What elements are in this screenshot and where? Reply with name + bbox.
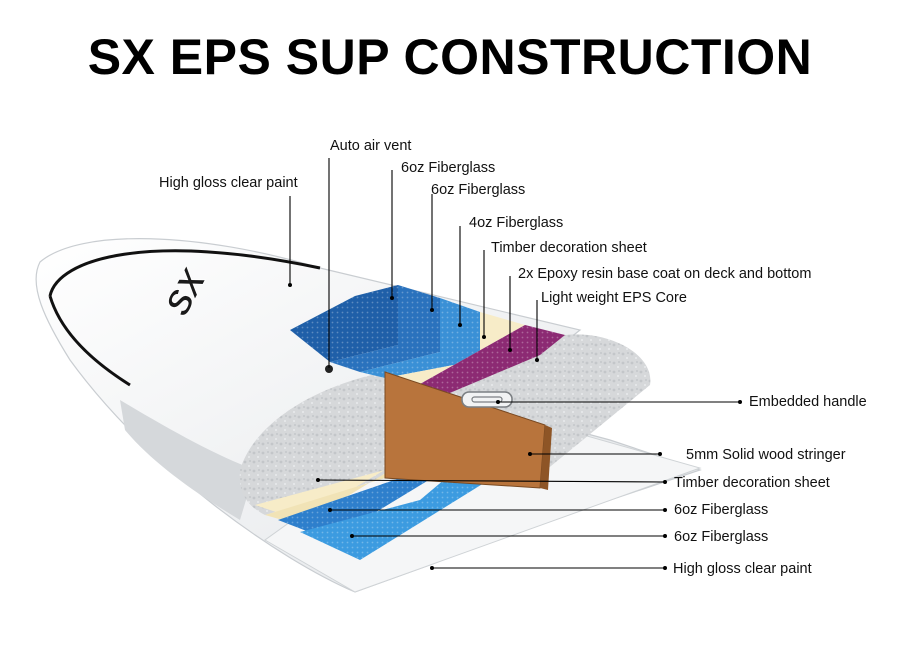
- rail-shade: [120, 400, 255, 520]
- top-fiberglass-4oz-dots: [360, 298, 480, 378]
- leader-lines: [288, 158, 742, 570]
- label-auto-air-vent: Auto air vent: [330, 138, 411, 154]
- label-top-fiberglass-1: 6oz Fiberglass: [401, 160, 495, 176]
- top-epoxy-dots: [420, 325, 565, 395]
- label-top-gloss: High gloss clear paint: [159, 175, 298, 191]
- air-vent: [325, 365, 333, 373]
- top-fiberglass-6oz-2-dots: [330, 285, 440, 372]
- label-epoxy-base: 2x Epoxy resin base coat on deck and bot…: [518, 266, 811, 282]
- eps-core-cutaway: [239, 372, 385, 515]
- embedded-handle-grip: [471, 396, 503, 403]
- label-bottom-fiberglass-1: 6oz Fiberglass: [674, 502, 768, 518]
- top-fiberglass-6oz-1-dots: [290, 285, 398, 362]
- label-top-timber: Timber decoration sheet: [491, 240, 647, 256]
- label-bottom-gloss: High gloss clear paint: [673, 561, 812, 577]
- embedded-handle: [461, 391, 513, 408]
- label-stringer: 5mm Solid wood stringer: [686, 447, 846, 463]
- label-eps-core: Light weight EPS Core: [541, 290, 687, 306]
- label-handle: Embedded handle: [749, 394, 867, 410]
- bottom-timber-sheet: [255, 455, 410, 520]
- label-top-fiberglass-4oz: 4oz Fiberglass: [469, 215, 563, 231]
- page-title: SX EPS SUP CONSTRUCTION: [87, 29, 813, 85]
- label-bottom-timber: Timber decoration sheet: [674, 475, 830, 491]
- wood-stringer-edge: [540, 425, 552, 490]
- label-bottom-fiberglass-2: 6oz Fiberglass: [674, 529, 768, 545]
- pinline-stripe: [48, 249, 321, 297]
- label-top-fiberglass-2: 6oz Fiberglass: [431, 182, 525, 198]
- pinline-stripe-lower: [48, 295, 131, 387]
- top-timber-sheet: [385, 312, 525, 386]
